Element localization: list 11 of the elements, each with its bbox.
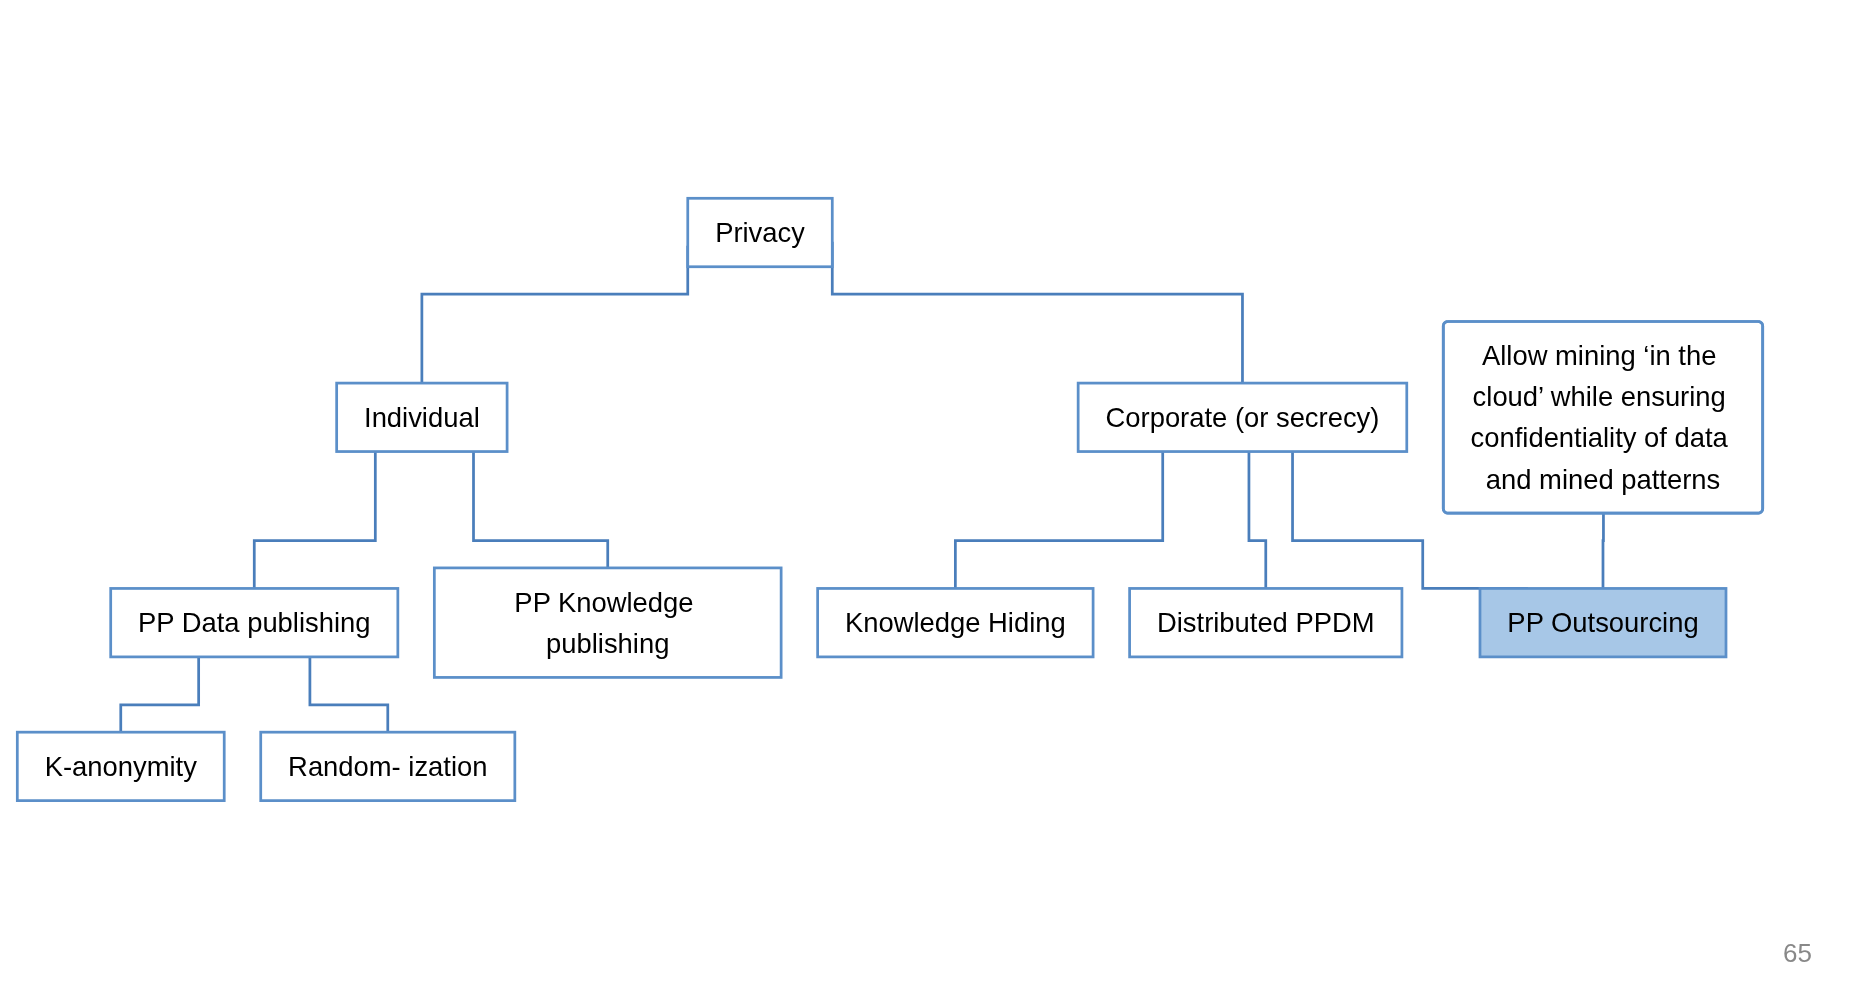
node-box: Privacy — [686, 196, 834, 269]
node-box: K-anonymity — [15, 730, 226, 802]
page-number: 65 — [1783, 938, 1812, 968]
node-box: Individual — [335, 381, 509, 453]
node-box: PP Data publishing — [109, 587, 400, 659]
node-box: PP Knowledge publishing — [432, 566, 783, 679]
node-box: Random- ization — [259, 730, 517, 802]
node-box: Knowledge Hiding — [816, 587, 1095, 659]
node-box: Corporate (or secrecy) — [1076, 381, 1409, 453]
node-box: Distributed PPDM — [1128, 587, 1404, 659]
node-box: PP Outsourcing — [1478, 587, 1728, 659]
